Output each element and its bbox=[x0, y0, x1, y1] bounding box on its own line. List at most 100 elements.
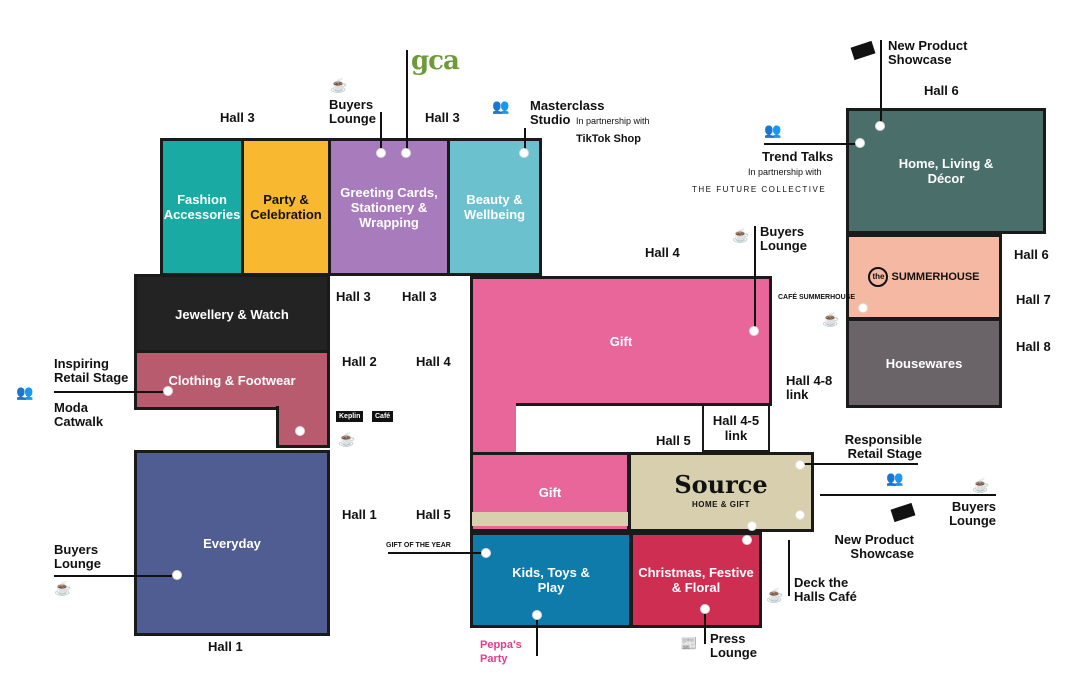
location-dot[interactable] bbox=[875, 121, 885, 131]
zone-label: Christmas, Festive & Floral bbox=[638, 565, 754, 595]
zone-label: Party & Celebration bbox=[250, 192, 322, 222]
location-dot[interactable] bbox=[532, 610, 542, 620]
zone-housewares[interactable]: Housewares bbox=[846, 318, 1002, 408]
connector-line bbox=[820, 494, 996, 496]
new-product-showcase-bottom[interactable]: New Product Showcase bbox=[834, 532, 914, 561]
new-product-showcase-top[interactable]: New Product Showcase bbox=[888, 38, 968, 67]
zone-kids-toys-play[interactable]: Kids, Toys & Play bbox=[470, 532, 632, 628]
connector-line bbox=[54, 391, 164, 393]
connector-line bbox=[536, 616, 538, 656]
zone-everyday[interactable]: Everyday bbox=[134, 450, 330, 636]
zone-label: Everyday bbox=[203, 535, 261, 551]
zone-label: Housewares bbox=[885, 355, 963, 371]
price-tag-icon bbox=[890, 502, 916, 523]
cafe-summerhouse-logo: CAFÉ SUMMERHOUSE bbox=[778, 294, 856, 301]
hall-5-left: Hall 5 bbox=[416, 507, 451, 522]
zone-gift-top[interactable]: Gift bbox=[470, 276, 772, 406]
location-dot[interactable] bbox=[163, 386, 173, 396]
keplin-logo: Keplin bbox=[336, 411, 364, 422]
zone-fashion-accessories[interactable]: Fashion Accessories bbox=[160, 138, 244, 276]
buyers-lounge-left[interactable]: Buyers Lounge bbox=[54, 542, 101, 571]
coffee-cup-icon: ☕ bbox=[54, 580, 72, 596]
location-dot[interactable] bbox=[401, 148, 411, 158]
location-dot[interactable] bbox=[172, 570, 182, 580]
zone-label: Beauty & Wellbeing bbox=[463, 192, 526, 222]
people-group-icon: 👥 bbox=[16, 384, 34, 400]
connector-line bbox=[764, 143, 860, 145]
coffee-cup-icon: ☕ bbox=[732, 227, 750, 243]
location-dot[interactable] bbox=[295, 426, 305, 436]
coffee-cup-icon: ☕ bbox=[330, 77, 348, 93]
moda-catwalk[interactable]: Moda Catwalk bbox=[54, 400, 104, 429]
connector-line bbox=[54, 575, 174, 577]
location-dot[interactable] bbox=[481, 548, 491, 558]
zone-clothing-extension[interactable] bbox=[276, 406, 330, 448]
zone-label: Home, Living & Décor bbox=[898, 156, 994, 186]
connector-line bbox=[880, 40, 882, 126]
zone-jewellery-watch[interactable]: Jewellery & Watch bbox=[134, 274, 330, 354]
zone-gift-side bbox=[470, 402, 516, 458]
price-tag-icon bbox=[850, 40, 876, 61]
zone-source-home-gift[interactable]: Source HOME & GIFT bbox=[628, 452, 814, 532]
hall-3-b: Hall 3 bbox=[402, 289, 437, 304]
gca-logo: gca bbox=[411, 46, 460, 76]
inspiring-retail-stage[interactable]: Inspiring Retail Stage bbox=[54, 356, 129, 385]
coffee-cup-icon: ☕ bbox=[766, 587, 784, 603]
hall-5-strip bbox=[472, 512, 630, 526]
trend-partner-text: In partnership with bbox=[748, 167, 822, 177]
connector-line bbox=[406, 50, 408, 152]
connector-line bbox=[704, 608, 706, 644]
zone-label: Gift bbox=[609, 333, 633, 349]
masterclass-partner-text: In partnership with bbox=[576, 116, 650, 126]
hall-1-right: Hall 1 bbox=[342, 507, 377, 522]
zone-greeting-cards[interactable]: Greeting Cards, Stationery & Wrapping bbox=[328, 138, 450, 276]
source-logo: Source bbox=[674, 469, 768, 499]
zone-christmas-festive-floral[interactable]: Christmas, Festive & Floral bbox=[630, 532, 762, 628]
zone-label: Clothing & Footwear bbox=[168, 372, 296, 388]
connector-line bbox=[388, 552, 484, 554]
people-group-icon: 👥 bbox=[492, 98, 510, 114]
trend-talks[interactable]: Trend Talks bbox=[762, 149, 834, 164]
location-dot[interactable] bbox=[376, 148, 386, 158]
zone-label: Kids, Toys & Play bbox=[512, 565, 590, 595]
location-dot[interactable] bbox=[795, 510, 805, 520]
hall-4-left: Hall 4 bbox=[416, 354, 451, 369]
summerhouse-logo-circle: the bbox=[868, 267, 889, 287]
zone-summerhouse[interactable]: the SUMMERHOUSE bbox=[846, 234, 1002, 320]
zone-beauty-wellbeing[interactable]: Beauty & Wellbeing bbox=[447, 138, 542, 276]
hall-8: Hall 8 bbox=[1016, 339, 1051, 354]
buyers-lounge-mid[interactable]: Buyers Lounge bbox=[760, 224, 807, 253]
location-dot[interactable] bbox=[858, 303, 868, 313]
peppa-party-logo: Peppa's Party bbox=[480, 639, 522, 665]
location-dot[interactable] bbox=[855, 138, 865, 148]
location-dot[interactable] bbox=[519, 148, 529, 158]
hall-3-mid: Hall 3 bbox=[425, 110, 460, 125]
masterclass-studio[interactable]: Masterclass Studio bbox=[530, 98, 605, 127]
press-lounge[interactable]: Press Lounge bbox=[710, 631, 757, 660]
location-dot[interactable] bbox=[742, 535, 752, 545]
connector-line bbox=[788, 540, 790, 596]
hall-48-link: Hall 4-8 link bbox=[786, 373, 833, 402]
zone-label: Fashion Accessories bbox=[163, 192, 241, 222]
future-collective-logo: THE FUTURE COLLECTIVE bbox=[692, 185, 827, 194]
zone-label: Greeting Cards, Stationery & Wrapping bbox=[340, 184, 438, 230]
zone-party-celebration[interactable]: Party & Celebration bbox=[241, 138, 331, 276]
hall-2: Hall 2 bbox=[342, 354, 377, 369]
source-subtitle: HOME & GIFT bbox=[692, 499, 750, 509]
zone-clothing-footwear[interactable]: Clothing & Footwear bbox=[134, 350, 330, 410]
responsible-retail-stage[interactable]: Responsible Retail Stage bbox=[844, 432, 922, 461]
location-dot[interactable] bbox=[700, 604, 710, 614]
tiktok-shop-logo: TikTok Shop bbox=[576, 133, 641, 145]
deck-the-halls-cafe[interactable]: Deck the Halls Café bbox=[794, 575, 857, 604]
buyers-lounge-top[interactable]: Buyers Lounge bbox=[329, 97, 376, 126]
gift-of-the-year-logo: GIFT OF THE YEAR bbox=[386, 542, 451, 549]
buyers-lounge-right[interactable]: Buyers Lounge bbox=[949, 499, 996, 528]
connector-line bbox=[800, 463, 918, 465]
people-group-icon: 👥 bbox=[886, 470, 904, 486]
location-dot[interactable] bbox=[795, 460, 805, 470]
location-dot[interactable] bbox=[747, 521, 757, 531]
connector-line bbox=[380, 112, 382, 152]
location-dot[interactable] bbox=[749, 326, 759, 336]
coffee-cup-icon: ☕ bbox=[338, 431, 356, 447]
